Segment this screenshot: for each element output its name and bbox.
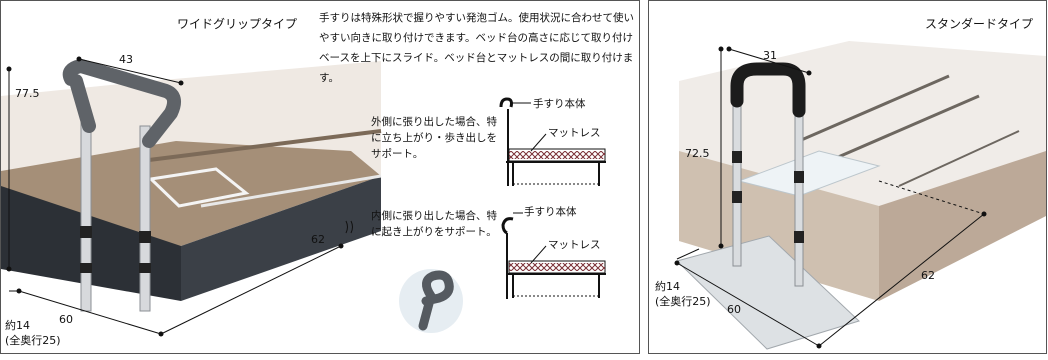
- handrail-pole-right: [139, 125, 151, 312]
- inside-mount-note: 内側に張り出した場合、特に起き上がりをサポート。: [371, 210, 497, 238]
- base-total-depth-label: (全奥行25): [5, 334, 61, 347]
- standard-grip-handle: [730, 62, 806, 118]
- wide-grip-title: ワイドグリップタイプ: [177, 17, 298, 31]
- standard-title: スタンダードタイプ: [925, 17, 1034, 31]
- product-description: 手すりは特殊形状で握りやすい発泡ゴム。使用状況に合わせて使いやすい向きに取り付け…: [319, 12, 634, 84]
- base-total-depth-label: (全奥行25): [655, 295, 711, 308]
- inside-mount-diagram: [501, 212, 606, 299]
- base-depth-dim-label: 約14: [5, 319, 30, 332]
- wide-grip-illustration: [1, 56, 606, 337]
- standard-illustration: [674, 41, 1046, 350]
- width-dim-label: 31: [763, 49, 777, 62]
- base-width-dim-label: 60: [59, 313, 73, 326]
- outside-handrail-label: 手すり本体: [533, 98, 586, 110]
- bed-front: [679, 151, 879, 301]
- depth-dim-label: 62: [921, 269, 935, 282]
- outside-mount-diagram: [499, 97, 606, 186]
- grip-closeup: [399, 269, 463, 333]
- handrail-pole-left: [80, 120, 92, 312]
- base-depth-dim-label: 約14: [655, 280, 680, 293]
- width-dim-label: 43: [119, 53, 133, 66]
- base-width-dim-label: 60: [727, 303, 741, 316]
- inside-mattress-label: マットレス: [548, 239, 601, 251]
- outside-mattress-label: マットレス: [548, 127, 601, 139]
- outside-mount-note: 外側に張り出した場合、特に立ち上がり・歩き出しをサポート。: [371, 116, 497, 160]
- wide-grip-handle-stem: [69, 74, 96, 133]
- handrail-pole-right: [794, 100, 804, 287]
- bed-side-right: [181, 176, 381, 301]
- height-dim-label: 77.5: [15, 87, 40, 100]
- wide-grip-handle: [62, 59, 182, 148]
- handrail-pole-left: [732, 90, 742, 267]
- wide-grip-panel: ワイドグリップタイプ 手すりは特殊形状で握りやすい発泡ゴム。使用状況に合わせて使…: [0, 0, 640, 354]
- height-dim-label: 72.5: [685, 147, 710, 160]
- depth-dim-label: 62: [311, 233, 325, 246]
- standard-panel: スタンダードタイプ 72.5 31 62 60 約14 (全奥行25): [648, 0, 1047, 354]
- inside-handrail-label: 手すり本体: [524, 206, 577, 218]
